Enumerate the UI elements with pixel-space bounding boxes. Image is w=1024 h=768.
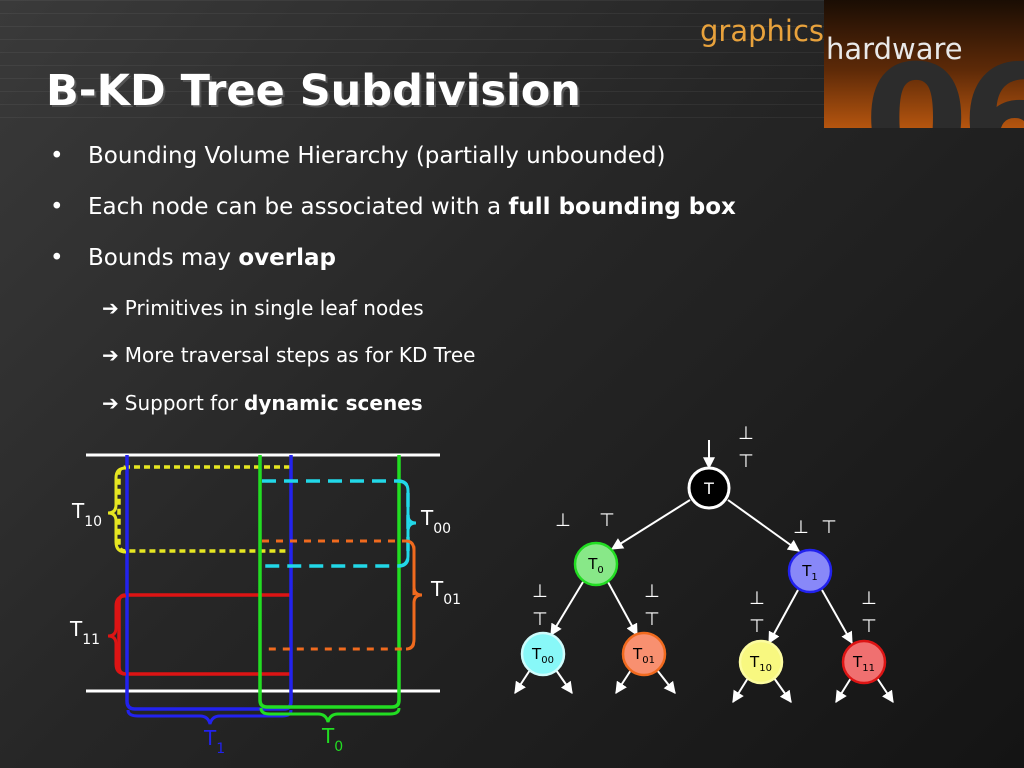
sub-bullet-text: More traversal steps as for KD Tree	[124, 343, 476, 367]
sub-bullet-item: ➔Support for dynamic scenes	[102, 391, 423, 415]
bound-min-icon: ⊥	[749, 588, 765, 609]
bullet-item: Bounding Volume Hierarchy (partially unb…	[50, 143, 666, 169]
label-t01: T01	[430, 577, 461, 608]
bound-min-icon: ⊥	[532, 581, 548, 602]
sub-bullet-text: Primitives in single leaf nodes	[124, 296, 424, 320]
bound-min-icon: ⊥	[555, 510, 571, 531]
sub-bullet-item: ➔More traversal steps as for KD Tree	[102, 343, 475, 367]
label-t0: T0	[321, 724, 343, 755]
brace-t11	[107, 594, 127, 676]
bound-min-icon: ⊥	[793, 517, 809, 538]
svg-text:T1: T1	[801, 562, 818, 583]
box-t0	[258, 455, 401, 709]
arrow-right-icon: ➔	[102, 391, 119, 415]
edge-t0-t01	[607, 581, 638, 637]
label-t10: T10	[71, 499, 102, 530]
label-t1: T1	[203, 726, 225, 757]
bullet-text: Bounds may	[88, 245, 239, 271]
bkd-tree: ⊥ ⊤ ⊥ ⊤ ⊥ ⊤ ⊥ ⊤ ⊥ ⊤ ⊥ ⊤ ⊥ ⊤ T T0 T1 T00	[514, 423, 894, 704]
bound-max-icon: ⊤	[644, 609, 660, 630]
edge-t10-left	[732, 677, 749, 704]
svg-text:T00: T00	[531, 645, 554, 666]
node-t01: T01	[621, 631, 667, 677]
bound-max-icon: ⊤	[749, 616, 765, 637]
edge-t1-t10	[768, 589, 799, 645]
box-t11	[117, 593, 290, 676]
edge-t10-right	[773, 677, 792, 703]
bound-min-icon: ⊥	[738, 423, 754, 444]
box-t00	[262, 479, 410, 568]
bullet-bold-text: full bounding box	[508, 194, 736, 220]
edge-t-t0	[610, 499, 691, 550]
edge-t11-left	[835, 677, 852, 704]
bullet-text: Bounding Volume Hierarchy (partially unb…	[88, 143, 666, 169]
brace-t1	[126, 709, 293, 725]
bullet-item: Each node can be associated with a full …	[50, 194, 736, 220]
edge-t01-left	[615, 669, 632, 695]
edge-t1-t11	[821, 589, 853, 645]
svg-text:T11: T11	[852, 653, 875, 674]
edge-t0-t00	[550, 581, 584, 637]
slide-title: B-KD Tree Subdivision	[46, 66, 581, 116]
edge-t-t1	[727, 499, 800, 552]
bound-max-icon: ⊤	[599, 510, 615, 531]
logo-word-hardware: hardware	[826, 32, 963, 66]
edge-t11-right	[876, 677, 894, 703]
brace-t10	[107, 466, 127, 554]
svg-text:T01: T01	[632, 645, 655, 666]
brace-t0	[259, 707, 401, 723]
node-t: T	[687, 466, 731, 510]
sub-bullet-item: ➔Primitives in single leaf nodes	[102, 296, 424, 320]
bound-min-icon: ⊥	[861, 588, 877, 609]
logo-word-graphics: graphics	[700, 14, 825, 48]
label-t00: T00	[420, 506, 451, 537]
brace-t01	[405, 539, 423, 651]
node-t0: T0	[573, 541, 619, 587]
svg-text:T10: T10	[749, 653, 772, 674]
edge-t00-right	[555, 669, 573, 694]
bullet-item: Bounds may overlap	[50, 245, 336, 271]
arrow-right-icon: ➔	[102, 296, 119, 320]
logo-year: 06	[864, 34, 1024, 128]
brace-t00	[397, 479, 417, 568]
node-t10: T10	[738, 639, 784, 685]
sub-bullet-text: Support for	[124, 391, 245, 415]
bound-max-icon: ⊤	[821, 517, 837, 538]
label-t11: T11	[69, 617, 100, 648]
svg-text:T0: T0	[587, 555, 604, 576]
node-t00: T00	[520, 631, 566, 677]
svg-text:T: T	[703, 479, 714, 498]
bound-max-icon: ⊤	[738, 451, 754, 472]
bound-max-icon: ⊤	[532, 609, 548, 630]
spatial-subdivision: T10 T11 T00 T01 T1 T0	[69, 453, 461, 757]
node-t11: T11	[841, 639, 887, 685]
bound-max-icon: ⊤	[861, 616, 877, 637]
arrow-right-icon: ➔	[102, 343, 119, 367]
box-t1	[125, 455, 293, 711]
bullet-bold-text: overlap	[238, 245, 336, 271]
bound-min-icon: ⊥	[644, 581, 660, 602]
sub-bullet-bold-text: dynamic scenes	[244, 391, 423, 415]
conference-logo: 06	[824, 0, 1024, 128]
edge-t01-right	[656, 669, 676, 694]
node-t1: T1	[787, 548, 833, 594]
bullet-text: Each node can be associated with a	[88, 194, 509, 220]
edge-t00-left	[514, 669, 531, 695]
